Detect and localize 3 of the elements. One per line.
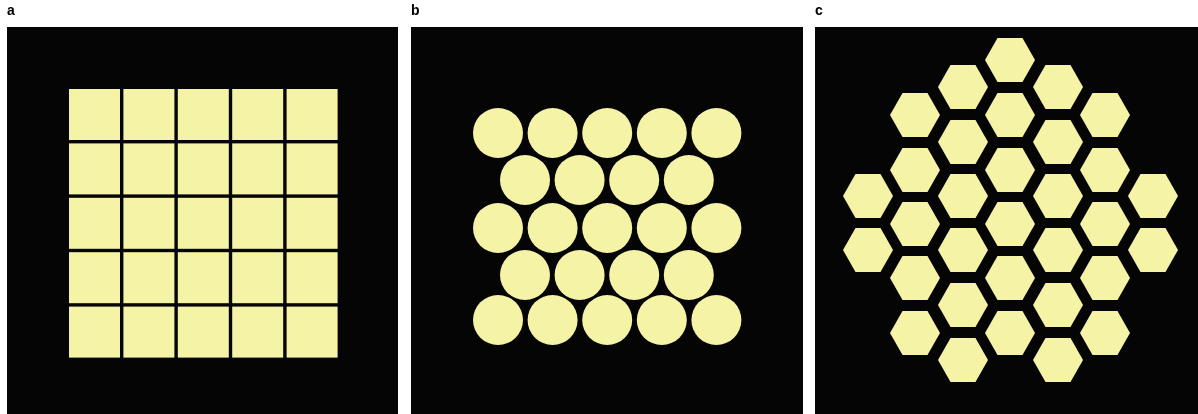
panel-label: a [7, 2, 15, 18]
panel-label: c [815, 2, 823, 18]
panel-label: b [411, 2, 420, 18]
